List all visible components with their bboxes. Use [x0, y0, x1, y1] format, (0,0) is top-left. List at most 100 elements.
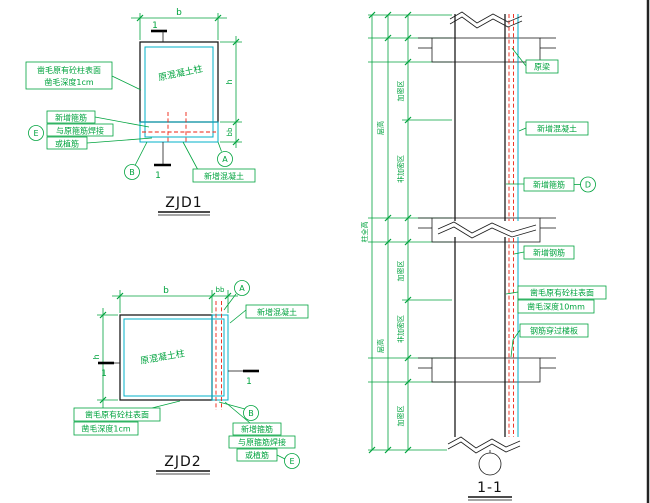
zjd2-roughen-note: 凿毛原有砼柱表面 凿毛深度1cm	[73, 400, 181, 436]
zjd1-dim-right: h bb	[220, 36, 242, 148]
zjd2-section-number-right: 1	[246, 377, 252, 387]
beam-bottom	[418, 357, 556, 383]
section-bubble	[478, 452, 502, 476]
zjd2-dim-h-label: h	[92, 354, 101, 359]
dim-zone-dense-1: 加密区	[396, 81, 405, 102]
zjd1-weld-label: 与原箍筋焊接	[56, 126, 104, 136]
zjd1-new-stirrup-outline	[144, 46, 214, 138]
zjd1-new-stirrup-label: 新增箍筋	[55, 113, 87, 123]
zjd1-section-number-bottom: 1	[155, 171, 161, 181]
zjd2-marker-e-label: E	[289, 457, 294, 466]
zjd1-section-mark-top: 1	[151, 21, 167, 42]
marker-d-circle	[580, 176, 596, 193]
note-new-stirrup: 新增箍筋 D	[506, 176, 596, 193]
dim-floor-height-2: 层高	[376, 339, 385, 353]
new-stirrup-label: 新增箍筋	[533, 180, 565, 190]
zjd2-new-concrete-label: 新增混凝土	[257, 307, 297, 317]
zjd1-title-text: ZJD1	[165, 195, 202, 211]
dim-zone-dense-3: 加密区	[396, 406, 405, 427]
zjd2-dim-left: h	[92, 308, 118, 408]
zjd1-marker-e-label: E	[33, 129, 38, 138]
zjd1-stirrup-note: E 新增箍筋 与原箍筋焊接 或植筋	[28, 110, 153, 150]
original-beam-label: 原梁	[534, 63, 550, 72]
break-symbol-bottom	[447, 436, 525, 454]
zjd2-dim-top: b bb	[112, 286, 238, 313]
zjd2-stirrup-note: B 新增箍筋 与原箍筋焊接 或植筋 E	[218, 401, 300, 469]
zjd2-marker-a-label: A	[239, 284, 245, 293]
zjd1-new-concrete-label: 新增混凝土	[204, 171, 244, 181]
zjd1-roughen-note: 凿毛原有砼柱表面 凿毛深度1cm	[25, 61, 142, 91]
note-new-concrete: 新增混凝土	[518, 121, 589, 136]
zjd2-original-column-label: 原混凝土柱	[139, 347, 185, 367]
zjd2-section-mark-left: 1	[98, 361, 120, 379]
new-concrete-label: 新增混凝土	[537, 124, 577, 134]
dim-zone-nondense-1: 非加密区	[396, 155, 405, 183]
zjd1-section-number-top: 1	[152, 21, 158, 31]
zjd2-title-text: ZJD2	[164, 454, 201, 470]
zjd2-marker-b-circle	[243, 405, 259, 421]
zjd1-dim-h-label: h	[225, 79, 234, 84]
zjd1-dim-bb-label: bb	[226, 127, 234, 136]
section-dim-chain-zones: 加密区 非加密区 加密区 非加密区 加密区	[396, 11, 412, 454]
detail-zjd2: b bb A 新增混凝土 原混凝土柱 h	[73, 280, 309, 475]
note-rebar-through-slab: 钢筋穿过楼板	[510, 323, 589, 358]
zjd1-marker-b: B	[124, 141, 148, 180]
zjd2-new-concrete-note: 新增混凝土	[229, 304, 309, 324]
section-title: 1-1	[468, 480, 512, 501]
break-symbol-middle	[437, 221, 537, 239]
zjd1-dim-top: b	[131, 8, 227, 40]
zjd2-dim-b-label: b	[163, 286, 169, 296]
section-dim-chain-floors: 层高 层高	[376, 11, 392, 454]
zjd2-planted-label: 或植筋	[245, 450, 269, 460]
detail-zjd1: b 1 原混凝土柱 h bb 凿毛原有砼柱表	[25, 8, 256, 216]
zjd1-marker-e-circle	[28, 125, 44, 141]
section-title-text: 1-1	[477, 480, 503, 496]
beam-middle	[418, 217, 556, 243]
zjd2-new-rebar-lines	[215, 301, 222, 410]
zjd1-original-column	[139, 41, 219, 123]
new-rebar-label: 新增钢筋	[533, 248, 565, 258]
zjd1-new-rebar-lines	[142, 112, 216, 142]
zjd2-title: ZJD2	[156, 454, 210, 475]
dim-floor-height-1: 层高	[376, 121, 385, 135]
zjd1-roughen-line2: 凿毛深度1cm	[44, 77, 93, 87]
rebar-through-slab-label: 钢筋穿过楼板	[530, 326, 578, 336]
zjd2-weld-label: 与原箍筋焊接	[238, 437, 286, 447]
zjd1-section-mark-bottom: 1	[154, 142, 171, 181]
zjd2-section-number-left: 1	[101, 369, 107, 379]
zjd1-planted-label: 或植筋	[55, 139, 79, 149]
zjd2-new-concrete-strip	[211, 314, 229, 401]
beam-top	[418, 37, 556, 63]
zjd1-new-concrete-strip	[139, 121, 219, 143]
section-dim-chain-total: 柱全高	[360, 11, 376, 454]
zjd1-title: ZJD1	[158, 195, 210, 216]
zjd1-marker-a-label: A	[222, 155, 228, 164]
break-symbol-top	[449, 11, 523, 29]
zjd1-marker-b-label: B	[129, 168, 135, 177]
zjd2-dim-bb-label: bb	[216, 286, 225, 294]
roughen-line1-label: 凿毛原有砼柱表面	[530, 288, 594, 298]
marker-d-label: D	[585, 181, 591, 190]
section-1-1: 加密区 非加密区 加密区 非加密区 加密区 层高 层高 柱全高	[360, 11, 607, 501]
zjd1-roughen-line1: 凿毛原有砼柱表面	[37, 65, 101, 75]
roughen-line2-label: 凿毛深度10mm	[527, 302, 585, 312]
zjd1-marker-a: A	[217, 141, 233, 167]
note-original-beam: 原梁	[511, 47, 559, 74]
zjd1-new-concrete-note: 新增混凝土	[182, 141, 256, 183]
zjd2-marker-e-circle	[284, 453, 300, 469]
zjd2-new-stirrup-outline	[123, 318, 225, 397]
zjd1-original-column-label: 原混凝土柱	[157, 63, 204, 84]
zjd2-marker-b-label: B	[248, 409, 254, 418]
zjd2-section-mark-right: 1	[228, 369, 259, 387]
dim-zone-dense-2: 加密区	[396, 261, 405, 282]
zjd2-roughen-line1: 凿毛原有砼柱表面	[85, 410, 149, 420]
dim-total-height: 柱全高	[360, 222, 369, 243]
zjd1-dim-b-label: b	[176, 8, 182, 18]
zjd2-marker-a: A	[223, 280, 250, 311]
zjd2-new-stirrup-label: 新增箍筋	[241, 424, 273, 434]
note-roughen-surface: 凿毛原有砼柱表面 凿毛深度10mm	[505, 285, 607, 314]
note-new-rebar: 新增钢筋	[513, 245, 575, 260]
dim-zone-nondense-2: 非加密区	[396, 315, 405, 343]
